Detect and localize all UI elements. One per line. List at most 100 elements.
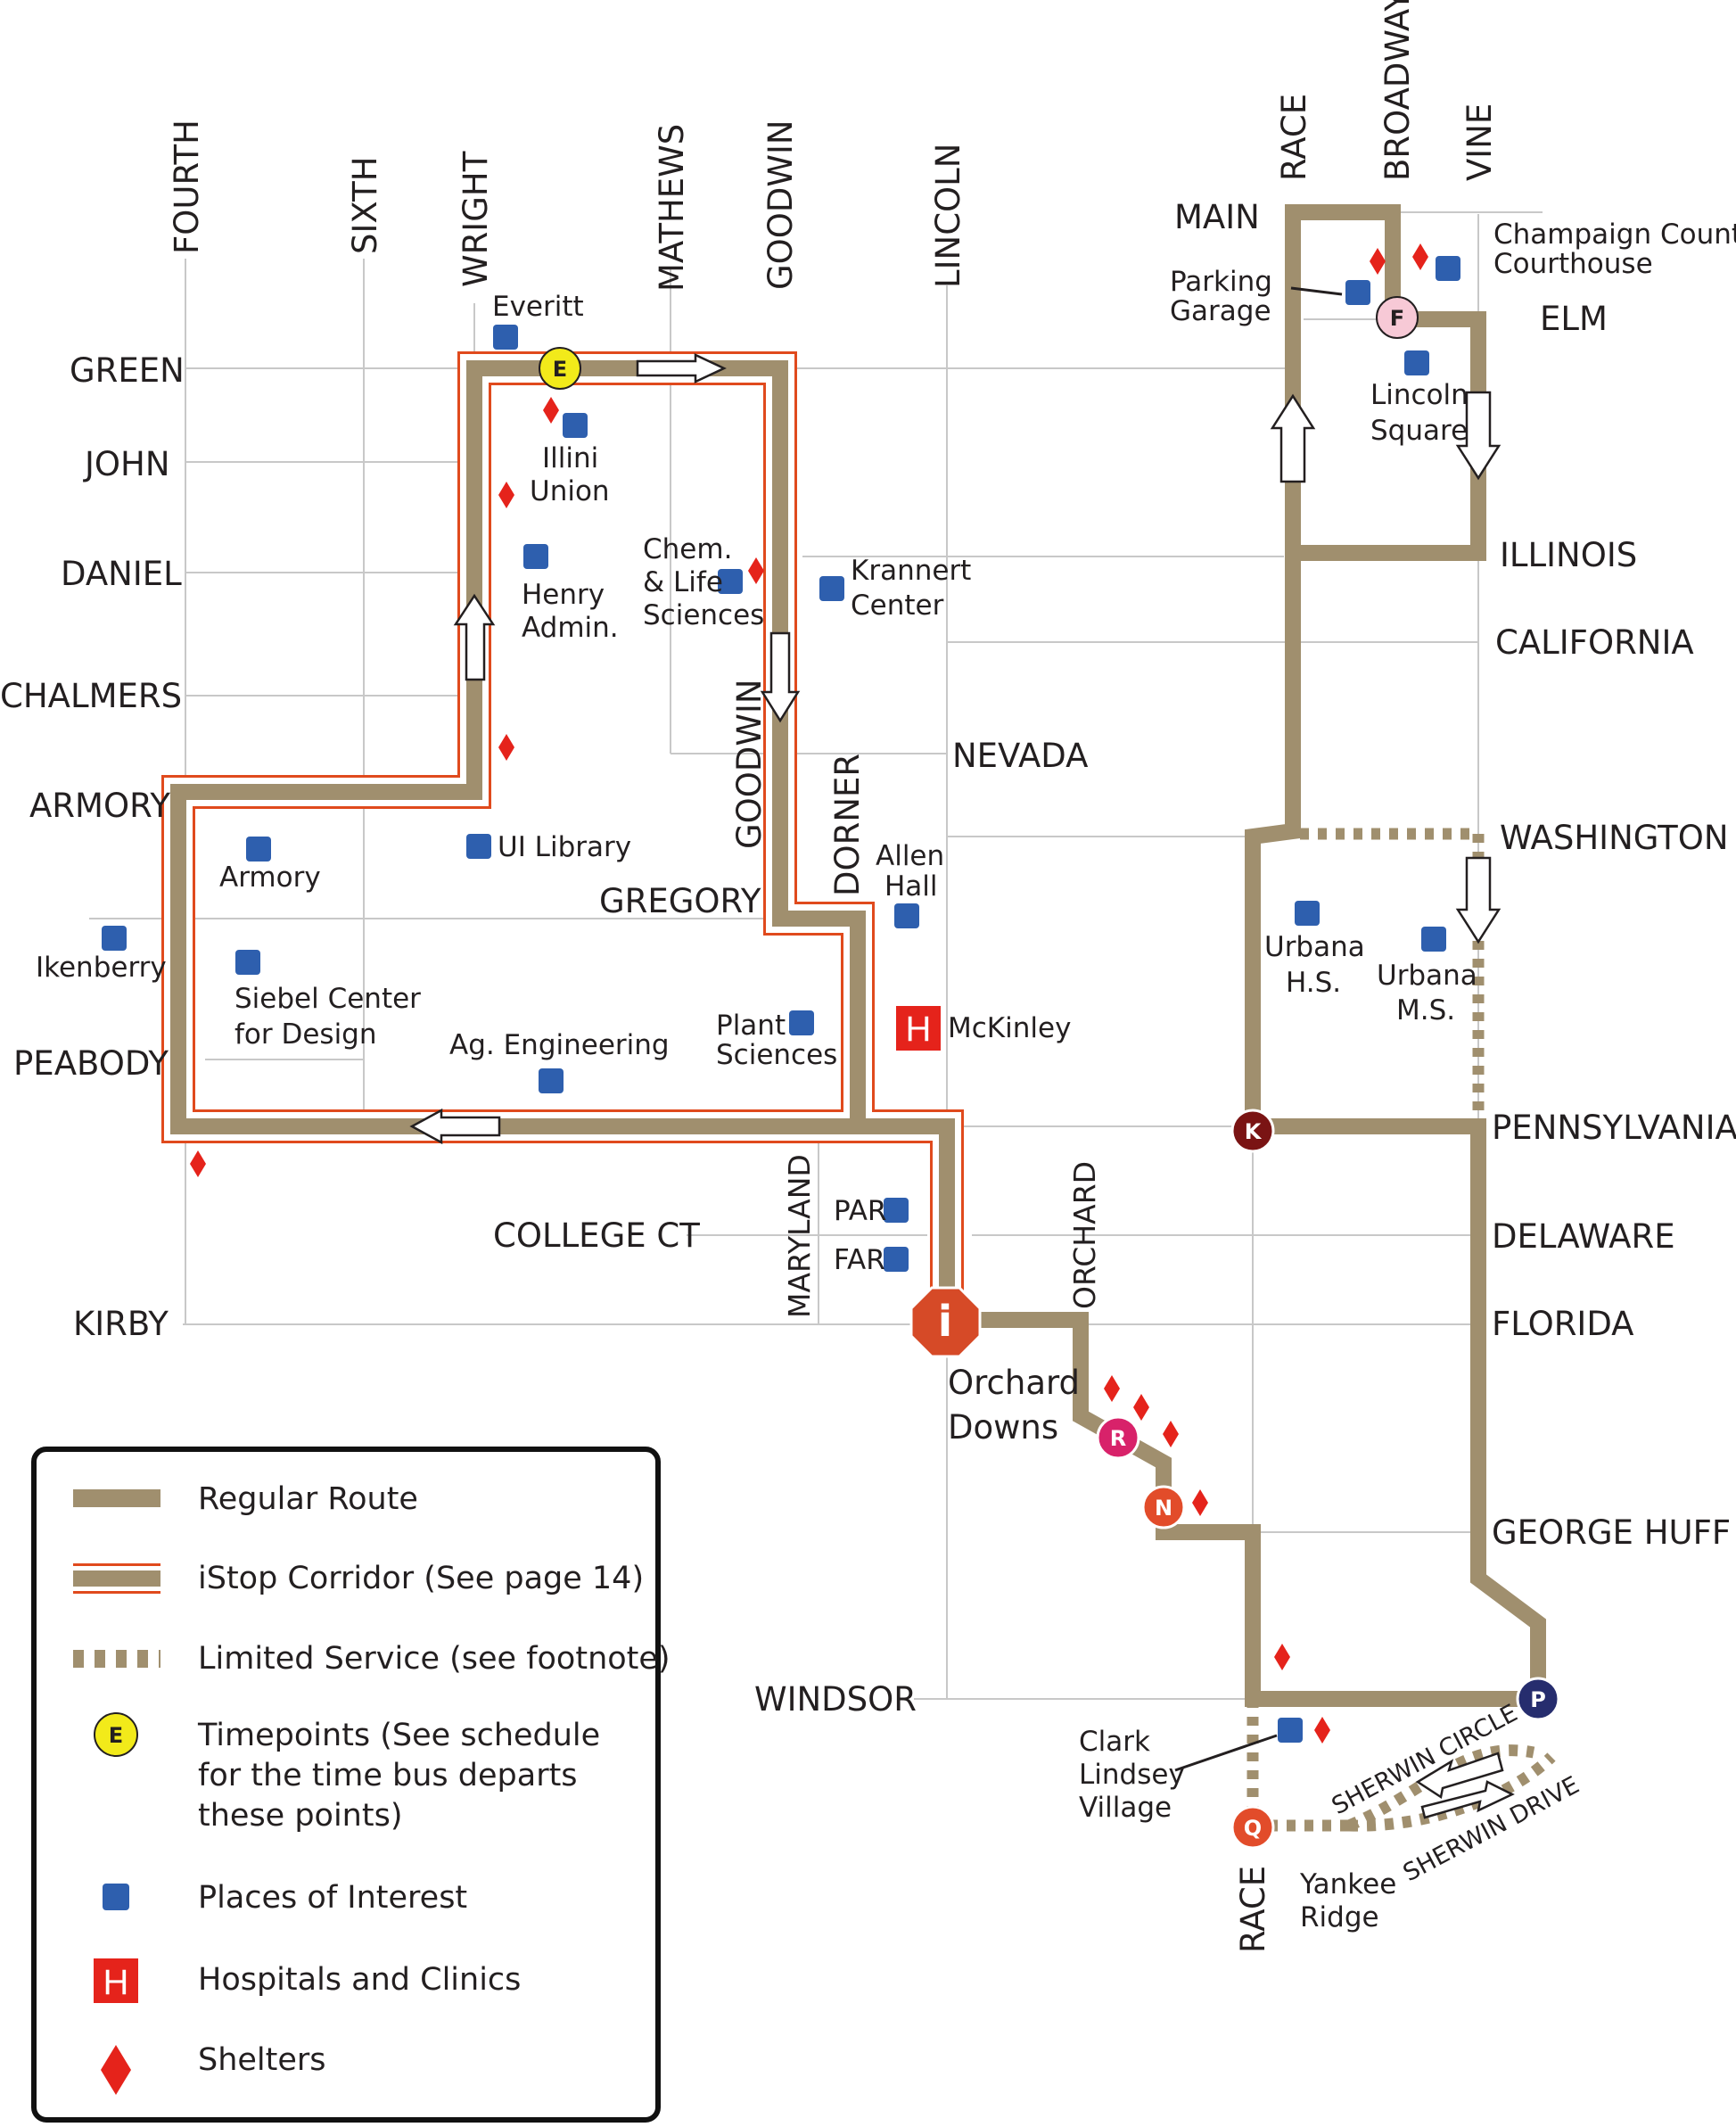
legend-timepoints-line-3: these points) bbox=[198, 1798, 402, 1834]
place-label-clark-lindsey-1: Clark bbox=[1079, 1726, 1150, 1758]
legend-limited-service-label: Limited Service (see footnote) bbox=[198, 1641, 671, 1677]
street-label-windsor: WINDSOR bbox=[754, 1680, 917, 1719]
place-label-par: PAR bbox=[834, 1195, 886, 1227]
street-label-dorner: DORNER bbox=[828, 754, 867, 896]
shelter-icon bbox=[190, 1150, 206, 1177]
shelter-icon bbox=[1192, 1489, 1208, 1516]
street-label-delaware: DELAWARE bbox=[1492, 1217, 1675, 1256]
place-label-parking-garage-1: Parking bbox=[1170, 266, 1272, 298]
shelter-icon bbox=[1133, 1394, 1149, 1421]
place-label-urbana-ms-1: Urbana bbox=[1377, 960, 1477, 992]
street-label-college-ct: COLLEGE CT bbox=[493, 1216, 700, 1255]
timepoint-k-label: K bbox=[1245, 1119, 1263, 1144]
street-label-maryland: MARYLAND bbox=[782, 1154, 817, 1318]
legend-hospital-icon bbox=[94, 1958, 138, 2003]
timepoint-q-marker bbox=[1230, 1805, 1275, 1850]
timepoint-f-label: F bbox=[1390, 306, 1404, 331]
street-label-george-huff: GEORGE HUFF bbox=[1492, 1513, 1731, 1552]
timepoint-p-label: P bbox=[1530, 1687, 1546, 1712]
place-marker-urbana-hs bbox=[1295, 901, 1320, 926]
route-segment-campus bbox=[170, 360, 955, 1320]
leader-lines bbox=[1174, 286, 1343, 1772]
place-marker-courthouse bbox=[1436, 256, 1460, 281]
street-label-elm: ELM bbox=[1540, 300, 1608, 338]
shelter-icon bbox=[1274, 1644, 1290, 1670]
timepoint-e-label: E bbox=[553, 357, 567, 382]
arrow-west-icon bbox=[409, 1108, 501, 1145]
street-label-main: MAIN bbox=[1174, 198, 1260, 236]
hospital-icon bbox=[896, 1006, 941, 1051]
timepoint-r-label: R bbox=[1110, 1426, 1126, 1451]
leader-line-parking-garage bbox=[1290, 286, 1343, 296]
shelter-icon bbox=[1163, 1421, 1179, 1447]
timepoint-n-label: N bbox=[1155, 1496, 1172, 1521]
place-label-chem-life-3: Sciences bbox=[643, 599, 764, 631]
place-label-krannert-2: Center bbox=[851, 589, 944, 622]
legend-hospital-letter: H bbox=[103, 1963, 129, 2002]
legend-shelter-icon bbox=[101, 2045, 131, 2095]
place-label-everitt: Everitt bbox=[492, 291, 584, 323]
street-label-wright: WRIGHT bbox=[457, 151, 495, 287]
street-label-green: GREEN bbox=[70, 351, 185, 390]
timepoint-letters: E F K R N P Q i bbox=[553, 306, 1546, 1841]
place-label-ui-library: UI Library bbox=[498, 831, 631, 863]
shelter-icon bbox=[748, 557, 764, 584]
place-label-illini-union-2: Union bbox=[530, 475, 610, 507]
legend-timepoints-line-1: Timepoints (See schedule bbox=[197, 1718, 600, 1753]
legend-shelters-label: Shelters bbox=[198, 2042, 326, 2078]
place-marker-henry-admin bbox=[523, 544, 548, 569]
legend-regular-route-label: Regular Route bbox=[198, 1481, 418, 1517]
arrow-east-icon bbox=[636, 353, 727, 383]
place-marker-illini-union bbox=[563, 413, 588, 438]
shelter-icon bbox=[498, 482, 514, 508]
place-marker-par bbox=[884, 1198, 909, 1223]
direction-arrows bbox=[409, 353, 1515, 1819]
street-label-chalmers: CHALMERS bbox=[0, 677, 182, 715]
place-label-orchard-downs-1: Orchard bbox=[948, 1364, 1080, 1402]
place-label-henry-admin-2: Admin. bbox=[522, 612, 619, 644]
shelter-icon bbox=[1314, 1717, 1330, 1744]
legend-hospitals-label: Hospitals and Clinics bbox=[198, 1962, 521, 1998]
limited-washington bbox=[1300, 828, 1485, 1126]
street-label-fourth: FOURTH bbox=[168, 120, 206, 254]
street-label-mathews: MATHEWS bbox=[653, 124, 691, 292]
street-label-gregory: GREGORY bbox=[599, 882, 761, 920]
place-label-illini-union-1: Illini bbox=[542, 442, 598, 474]
place-label-parking-garage-2: Garage bbox=[1170, 295, 1271, 327]
place-label-lincoln-square-2: Square bbox=[1370, 415, 1468, 447]
place-marker-chem-life bbox=[718, 569, 743, 594]
place-label-plant-sciences-1: Plant bbox=[716, 1010, 786, 1042]
place-label-armory: Armory bbox=[219, 862, 321, 894]
shelter-icon bbox=[1104, 1375, 1120, 1402]
place-marker-armory bbox=[246, 837, 271, 862]
arrow-east-icon bbox=[1420, 1780, 1515, 1819]
place-marker-everitt bbox=[493, 325, 518, 350]
place-label-lincoln-square-1: Lincoln bbox=[1370, 379, 1469, 411]
street-label-race-south: RACE bbox=[1234, 1866, 1272, 1953]
shelter-icon bbox=[543, 397, 559, 424]
street-label-john: JOHN bbox=[83, 445, 170, 483]
street-label-florida: FLORIDA bbox=[1492, 1305, 1633, 1343]
place-marker-siebel bbox=[235, 950, 260, 975]
place-marker-lincoln-square bbox=[1404, 350, 1429, 375]
place-marker-ui-library bbox=[466, 834, 491, 859]
arrow-south-icon bbox=[760, 631, 801, 723]
arrow-north-icon bbox=[453, 593, 496, 681]
place-label-courthouse-2: Courthouse bbox=[1493, 248, 1653, 280]
arrow-south-icon bbox=[1455, 391, 1502, 481]
place-label-henry-admin-1: Henry bbox=[522, 579, 605, 611]
street-label-pennsylvania: PENNSYLVANIA bbox=[1492, 1109, 1736, 1147]
place-marker-allen-hall bbox=[894, 903, 919, 928]
place-label-siebel-1: Siebel Center bbox=[234, 983, 421, 1015]
street-label-vine: VINE bbox=[1460, 103, 1499, 181]
place-labels: Everitt Illini Union Henry Admin. Chem. … bbox=[36, 218, 1736, 1933]
place-marker-urbana-ms bbox=[1421, 927, 1446, 952]
place-label-clark-lindsey-2: Lindsey bbox=[1079, 1759, 1185, 1791]
place-label-mckinley: McKinley bbox=[948, 1012, 1071, 1044]
street-label-sixth: SIXTH bbox=[346, 156, 384, 254]
legend-place-icon bbox=[103, 1884, 129, 1910]
legend-timepoints-line-2: for the time bus departs bbox=[198, 1758, 578, 1793]
timepoint-f-marker bbox=[1376, 296, 1419, 339]
legend: Regular Route iStop Corridor (See page 1… bbox=[31, 1447, 671, 2123]
place-marker-clark-lindsey bbox=[1278, 1718, 1303, 1743]
